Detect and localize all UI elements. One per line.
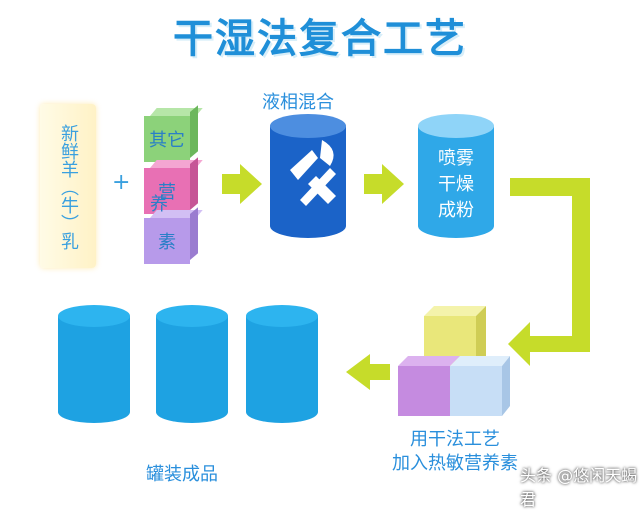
nutrient-cube-stack: 其它 营 素 养 xyxy=(144,105,208,270)
mixing-cylinder xyxy=(270,114,346,238)
flow-graphics xyxy=(58,114,590,423)
fresh-milk-label: 新鲜羊（牛）乳 xyxy=(58,124,79,250)
watermark: 头条 @悠闲天蝎君 xyxy=(520,466,638,509)
spray-line-3: 成粉 xyxy=(438,200,474,221)
arrow-right-2 xyxy=(364,164,404,204)
arrow-bent xyxy=(508,178,590,366)
product-label: 罐装成品 xyxy=(146,464,218,485)
product-cylinder-2 xyxy=(156,305,228,423)
spray-line-1: 喷雾 xyxy=(438,148,474,169)
arrow-right-1 xyxy=(222,164,262,204)
arrow-left xyxy=(346,354,390,390)
dry-add-line-2: 加入热敏营养素 xyxy=(392,453,518,474)
diagram-title: 干湿法复合工艺 xyxy=(173,16,467,62)
spray-cylinder xyxy=(418,114,494,238)
nutrient-label-3: 素 xyxy=(158,232,176,253)
nutrient-cube-pink: 营 xyxy=(144,157,203,214)
spray-line-2: 干燥 xyxy=(438,174,474,195)
nutrient-cube-green: 其它 xyxy=(144,105,203,162)
dry-add-label: 用干法工艺 加入热敏营养素 xyxy=(380,428,530,476)
nutrient-cube-purple: 素 xyxy=(144,207,203,264)
plus-sign: + xyxy=(112,170,131,195)
nutrient-label-2: 营 xyxy=(158,182,176,203)
nutrient-label-1: 其它 xyxy=(149,130,185,151)
fresh-milk-box xyxy=(40,104,96,268)
spray-label: 喷雾 干燥 成粉 xyxy=(436,146,476,224)
nutrient-label-4: 养 xyxy=(150,194,168,215)
dry-add-line-1: 用干法工艺 xyxy=(410,429,500,450)
mix-label: 液相混合 xyxy=(262,92,334,113)
product-cylinder-3 xyxy=(246,305,318,423)
dry-cube-stack xyxy=(398,306,510,416)
product-cylinder-1 xyxy=(58,305,130,423)
